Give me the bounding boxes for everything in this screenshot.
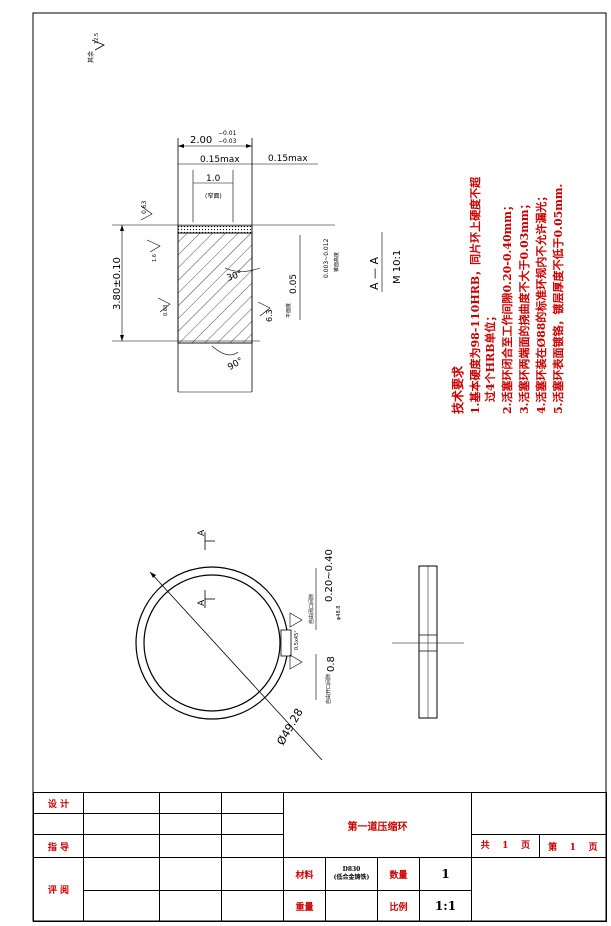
gap-free: 0.8: [326, 656, 337, 672]
gap-free-label: 自由开口间隙: [325, 674, 332, 704]
ring-view: 0.5x45° A A Ø49.28 自由闭口间隙 0.20~0.40 φ48.…: [135, 529, 342, 761]
gap-left-dim: 0.15max: [200, 155, 240, 165]
ra-left-label: 0.63: [163, 305, 169, 316]
section-hatch: [177, 232, 253, 344]
coating-band: [177, 225, 253, 234]
part-name: 第一道压缩环: [283, 792, 472, 858]
section-ratio-label: A — A: [368, 256, 381, 290]
tech-item-3: 2.活塞环闭合至工作间隙0.20-0.40mm；: [500, 200, 514, 414]
title-block: 设 计 第一道压缩环 指 导 共 1 页 第 1 页 评 阅 材料 D830: [33, 792, 608, 922]
a-label-bottom: A: [197, 599, 207, 606]
height-dim: 3.80±0.10: [112, 257, 123, 310]
qty-value: 1: [419, 857, 472, 891]
ring-outer: [135, 566, 289, 720]
angle-90: 90°: [226, 356, 245, 373]
roughness-note: 其余 12.5: [87, 33, 105, 63]
guide-label: 指 导: [33, 834, 84, 858]
section-scale: M 10:1: [392, 250, 403, 284]
gap-dim: 0.20~0.40: [324, 549, 335, 602]
flat-tol-prefix: 平面度: [285, 303, 292, 318]
total-pages: 共 1 页: [472, 835, 540, 857]
tech-item-5: 4.活塞环装在Ø88的标准环规内不允许漏光；: [534, 191, 548, 414]
sheet-border: [32, 12, 607, 922]
tech-title: 技术要求: [450, 365, 465, 414]
roughness-symbol-icon: [91, 39, 105, 51]
qty-label: 数量: [377, 857, 420, 891]
flat-tol-value: 0.05: [289, 274, 299, 294]
gap-note: 自由闭口间隙: [308, 594, 315, 624]
tech-item-4: 3.活塞环两端面的挠曲度不大于0.03mm；: [517, 198, 531, 414]
gap-dim-extra: φ48.8: [336, 606, 342, 620]
ring-chamfer: 0.5x45°: [294, 630, 300, 650]
material-label: 材料: [283, 857, 326, 891]
chamfer-label: 0.63: [141, 200, 148, 214]
width-dim: 2.00: [190, 135, 212, 146]
tech-item-2: 过4个HRB单位；: [483, 311, 497, 403]
tech-item-6: 5.活塞环表面镀铬，镀层厚度不低于0.05mm.: [551, 184, 565, 414]
scale-label: 比例: [377, 890, 420, 922]
width-tol-upper: −0.01: [218, 130, 237, 137]
tech-requirements: 技术要求 1.基本硬度为98-110HRB，同片环上硬度不超 过4个HRB单位；…: [450, 176, 565, 414]
runout-value: 0.003~0.012: [323, 238, 330, 278]
inner-width-dim: 1.0: [206, 174, 221, 184]
roughness-small-icon: [146, 239, 161, 253]
section-label: A — A M 10:1: [368, 232, 403, 292]
svg-text:12.5: 12.5: [94, 33, 100, 44]
scale-value: 1:1: [419, 890, 472, 922]
ring-inner: [143, 574, 281, 712]
ring-diameter: Ø49.28: [274, 706, 305, 747]
material-value: D830(低合金铸铁): [325, 857, 378, 891]
ra-63-label: 6.3: [265, 309, 274, 322]
gap-right-dim: 0.15max: [268, 154, 308, 164]
section-view: 2.00 −0.01 −0.03 0.15max 0.15max 1.0 (窄面…: [112, 130, 340, 393]
runout-label: 锥面高度: [333, 252, 340, 272]
inner-note: (窄面): [205, 192, 222, 200]
review-label: 评 阅: [33, 857, 84, 922]
a-label-top: A: [197, 529, 207, 536]
page-number: 第 1 页: [548, 842, 598, 853]
width-tol-lower: −0.03: [218, 138, 237, 145]
side-view: [392, 565, 464, 719]
svg-text:其余: 其余: [87, 51, 95, 63]
design-label: 设 计: [33, 792, 84, 814]
ra-small-label: 1.6: [152, 254, 158, 262]
weight-label: 重量: [283, 890, 326, 922]
tech-item-1: 1.基本硬度为98-110HRB，同片环上硬度不超: [468, 176, 482, 414]
